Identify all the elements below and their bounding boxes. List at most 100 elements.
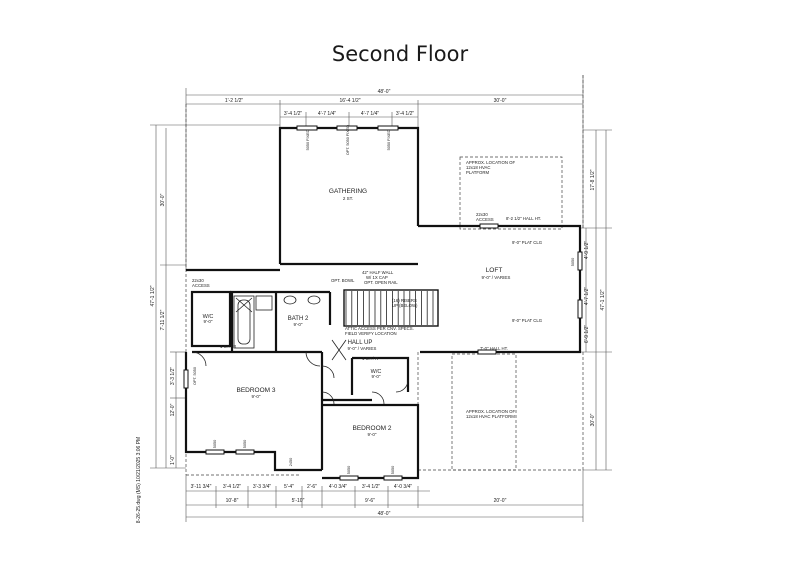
dim-bot-total: 48'-0" — [378, 511, 391, 517]
door-swing — [371, 391, 385, 405]
dim-window-c: 4'-7 1/4" — [361, 111, 380, 117]
dim-bot-7: 3'-4 1/2" — [362, 484, 381, 490]
room-hall: HALL UP — [348, 340, 373, 346]
door-swing — [305, 351, 321, 367]
plan-notes: APPROX. LOCATION OF 12x18 HVAC PLATFORM … — [192, 160, 543, 419]
window-label: OPT. 5050 — [193, 367, 197, 385]
stair-treads — [345, 291, 434, 325]
room-wic2-ceiling: 9'-0" — [372, 374, 381, 379]
room-gathering: GATHERING — [329, 188, 367, 195]
dim-left-a: 30'-0" — [160, 193, 166, 206]
room-gathering-ceiling: 2 ST. — [343, 196, 353, 201]
room-wic1: W/C — [203, 314, 214, 320]
room-bath2: BATH 2 — [288, 316, 309, 322]
dim-right-total: 47'-1 1/2" — [600, 289, 606, 310]
note-hvac-bottom: 12x18 HVAC PLATFORM — [466, 414, 515, 419]
note-access: 22x30 — [192, 278, 204, 283]
page-title: Second Floor — [331, 42, 469, 66]
window-label: 2450 — [289, 458, 293, 466]
window-label: 5050 FIXED — [387, 129, 391, 150]
note-access-right: ACCESS — [476, 217, 494, 222]
room-bedroom3: BEDROOM 3 — [236, 387, 275, 394]
fixtures — [191, 295, 409, 405]
dim-bot-8: 4'-0 3/4" — [394, 484, 413, 490]
room-bedroom2-ceiling: 9'-0" — [368, 432, 377, 437]
note-hvac-top: APPROX. LOCATION OF — [466, 160, 515, 165]
toilet — [255, 295, 273, 311]
dim-bot-3: 3'-3 3/4" — [253, 484, 272, 490]
note-access: ACCESS — [192, 283, 210, 288]
room-bath2-ceiling: 9'-0" — [294, 322, 303, 327]
note-stair: UP (BELOW) — [392, 303, 418, 308]
dim-right-e: 6'-9 1/2" — [584, 325, 590, 344]
note-linen-2: 1 SH / R — [220, 344, 236, 349]
sink — [283, 295, 297, 305]
note-stair: (16) RISERS — [392, 298, 417, 303]
door-swing — [321, 391, 335, 405]
dimension-lines — [150, 75, 612, 522]
dim-right-c: 4'-9 1/2" — [584, 241, 590, 260]
note-attic: ATTIC ACCESS PER CNV. SPECS. — [345, 326, 414, 331]
dim-bot-12: 20'-0" — [494, 498, 507, 504]
dim-bot-10: 5'-10" — [292, 498, 305, 504]
door-swing — [395, 379, 409, 393]
dim-top-total: 48'-0" — [378, 89, 391, 95]
note-opt-bowl: OPT. BOWL — [331, 278, 355, 283]
window-label: OPT. 5050 FIXED — [346, 125, 350, 155]
dim-right-b: 30'-0" — [590, 413, 596, 426]
dim-left-d: 1'-0" — [170, 455, 176, 465]
dim-top-left: 1'-2 1/2" — [225, 98, 244, 104]
dim-left-e: 3'-3 1/2" — [170, 367, 176, 386]
dim-window-d: 3'-4 1/2" — [396, 111, 415, 117]
dim-bot-1: 3'-11 3/4" — [191, 484, 212, 490]
dim-top-mid: 16'-4 1/2" — [339, 98, 360, 104]
note-half-wall: W/ 1X CAP — [366, 275, 388, 280]
dim-left-b: 7'-11 1/2" — [160, 309, 166, 330]
room-bedroom2: BEDROOM 2 — [352, 425, 391, 432]
dim-bot-4: 5'-4" — [284, 484, 294, 490]
note-plat-clg: 9'-0" PLAT CLG — [512, 240, 543, 245]
window-labels: 5050 FIXED OPT. 5050 FIXED 5050 FIXED OP… — [193, 125, 575, 475]
room-loft: LOFT — [486, 267, 503, 274]
note-plat-clg: 9'-0" PLAT CLG — [512, 318, 543, 323]
door-swing — [321, 365, 335, 379]
note-half-wall: 42" HALF WALL — [362, 270, 394, 275]
side-dimension-labels: 47'-1 1/2" 30'-0" 7'-11 1/2" 12'-0" 3'-3… — [150, 169, 606, 465]
windows — [183, 125, 583, 481]
dim-bot-9: 10'-8" — [226, 498, 239, 504]
bathtub — [233, 295, 255, 349]
note-attic: FIELD VERIFY LOCATION — [345, 331, 397, 336]
door-swing — [191, 351, 207, 367]
file-stamp: 8-26-25.dwg (MS) 10/21/2025 3:06 PM — [136, 437, 142, 523]
note-linen: 1 SH / R — [362, 356, 378, 361]
dim-bot-6: 4'-0 3/4" — [329, 484, 348, 490]
room-bedroom3-ceiling: 9'-0" — [252, 394, 261, 399]
dim-bot-2: 3'-4 1/2" — [223, 484, 242, 490]
dim-left-total: 47'-1 1/2" — [150, 285, 156, 306]
window-label: 5050 — [213, 440, 217, 448]
window-label: 5050 — [243, 440, 247, 448]
note-hall-height-2: 8'-2 1/2" HALL HT. — [506, 216, 541, 221]
dim-right-d: 4'-7 1/2" — [584, 287, 590, 306]
note-access-right: 22x30 — [476, 212, 488, 217]
dim-bot-11: 9'-6" — [365, 498, 375, 504]
dim-top-right: 30'-0" — [494, 98, 507, 104]
note-hall-height: 7'-0" HALL HT. — [480, 346, 508, 351]
dim-window-b: 4'-7 1/4" — [318, 111, 337, 117]
room-loft-ceiling: 9'-0" / VARIES — [482, 275, 511, 280]
note-half-wall: OPT. OPEN RAIL — [364, 280, 398, 285]
room-hall-ceiling: 9'-0" / VARIES — [348, 346, 377, 351]
window-label: 5050 FIXED — [306, 129, 310, 150]
room-wic1-ceiling: 9'-0" — [204, 319, 213, 324]
window-label: 5050 — [391, 466, 395, 474]
room-labels: GATHERING 2 ST. LOFT 9'-0" / VARIES BEDR… — [203, 188, 511, 437]
note-hvac-bottom: APPROX. LOCATION OF — [466, 409, 515, 414]
sink — [307, 295, 321, 305]
dim-right-a: 17'-8 1/2" — [590, 169, 596, 190]
note-hvac-top: PLATFORM — [466, 170, 489, 175]
dim-left-f: 12'-0" — [170, 403, 176, 416]
dim-window-a: 3'-4 1/2" — [284, 111, 303, 117]
window-label: 5050 — [571, 258, 575, 266]
window-label: 5050 — [347, 466, 351, 474]
